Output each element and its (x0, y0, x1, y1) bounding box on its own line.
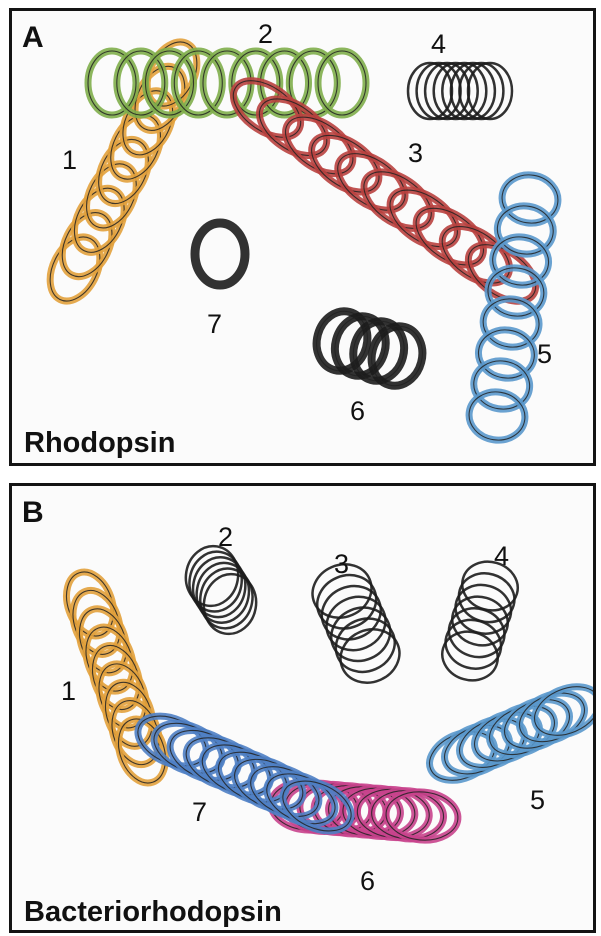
helix-label-3: 3 (334, 551, 349, 578)
helix-3 (304, 555, 408, 691)
helix-label-5: 5 (530, 787, 545, 814)
panel-letter: A (22, 23, 44, 53)
helix-4 (408, 63, 512, 119)
helix-6 (269, 779, 460, 843)
helix-label-4: 4 (431, 31, 446, 58)
panel-title: Rhodopsin (24, 429, 175, 458)
helix-5 (466, 171, 562, 444)
helix-label-7: 7 (192, 799, 207, 826)
helix-7 (195, 223, 245, 285)
helix-label-3: 3 (408, 140, 423, 167)
helix-2 (181, 542, 261, 638)
helix-5 (422, 677, 593, 789)
helix-label-6: 6 (360, 868, 375, 895)
helix-4 (436, 555, 523, 687)
helix-turn (195, 223, 245, 285)
helix-turn-outline (88, 51, 136, 115)
helix-label-4: 4 (494, 543, 509, 570)
helix-label-1: 1 (62, 147, 77, 174)
helix-label-5: 5 (537, 341, 552, 368)
helix-label-2: 2 (258, 21, 273, 48)
helix-label-2: 2 (218, 524, 233, 551)
helix-label-6: 6 (350, 398, 365, 425)
helix-label-7: 7 (207, 311, 222, 338)
helix-label-1: 1 (61, 678, 76, 705)
helix-6 (310, 306, 429, 392)
panel-b-bacteriorhodopsin: B 2 3 4 1 5 7 6 Bacteriorhodopsin (9, 483, 596, 933)
panel-a-rhodopsin: A 1 2 3 4 5 6 7 Rhodopsin (9, 8, 596, 466)
rhodopsin-diagram (12, 11, 593, 463)
helix-2 (88, 51, 366, 115)
panel-title: Bacteriorhodopsin (24, 898, 282, 927)
helix-turn-outline (318, 51, 366, 115)
panel-letter: B (22, 498, 44, 528)
helix-turn (466, 388, 529, 444)
